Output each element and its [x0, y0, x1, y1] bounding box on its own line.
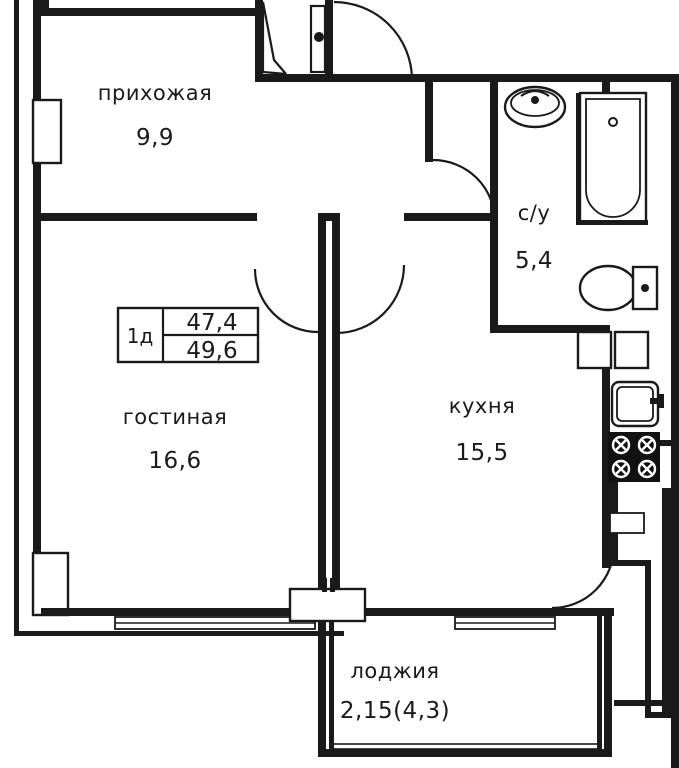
cabinet-left: [576, 330, 613, 370]
room-area-kitchen: 15,5: [455, 440, 508, 466]
room-label-living-room: гостиная: [123, 405, 228, 429]
room-area-hallway: 9,9: [136, 125, 174, 151]
bathroom-fixtures: [503, 85, 659, 370]
room-area-bathroom: 5,4: [515, 248, 553, 274]
cabinet-right: [613, 330, 650, 370]
window-kitchen-side: [609, 512, 645, 534]
door-swing-group: [253, 0, 616, 610]
door-jamb-group: [249, 140, 498, 223]
door-arc-entrance: [333, 0, 414, 80]
room-label-loggia: лоджия: [351, 659, 440, 683]
room-labels: прихожая 9,9 гостиная 16,6 кухня 15,5 с/…: [98, 81, 553, 724]
room-label-hallway: прихожая: [98, 81, 212, 105]
wash-basin-icon: [503, 85, 567, 129]
room-area-loggia: 2,15(4,3): [340, 698, 450, 724]
room-label-kitchen: кухня: [449, 394, 515, 418]
door-arc-bathroom: [432, 158, 497, 223]
bathtub-icon: [578, 91, 648, 225]
stove-cooktop-icon: [608, 432, 660, 482]
toilet-icon: [578, 264, 659, 312]
apartment-area-badge: 1д 47,4 49,6: [116, 306, 260, 364]
badge-apartment-type: 1д: [127, 324, 154, 348]
door-arc-kitchen: [335, 264, 406, 335]
badge-area-with-loggia: 49,6: [186, 338, 237, 364]
door-arc-loggia: [551, 545, 616, 610]
kitchen-sink-icon: [610, 380, 664, 428]
radiator-block: [288, 587, 367, 623]
kitchen-fixtures: [602, 368, 664, 482]
badge-area-total: 47,4: [186, 310, 237, 336]
room-label-bathroom: с/у: [518, 201, 551, 225]
wall-structure: [14, 0, 679, 768]
room-area-living-room: 16,6: [148, 448, 201, 474]
door-arc-living-room: [253, 268, 319, 334]
window-group: [114, 512, 645, 630]
